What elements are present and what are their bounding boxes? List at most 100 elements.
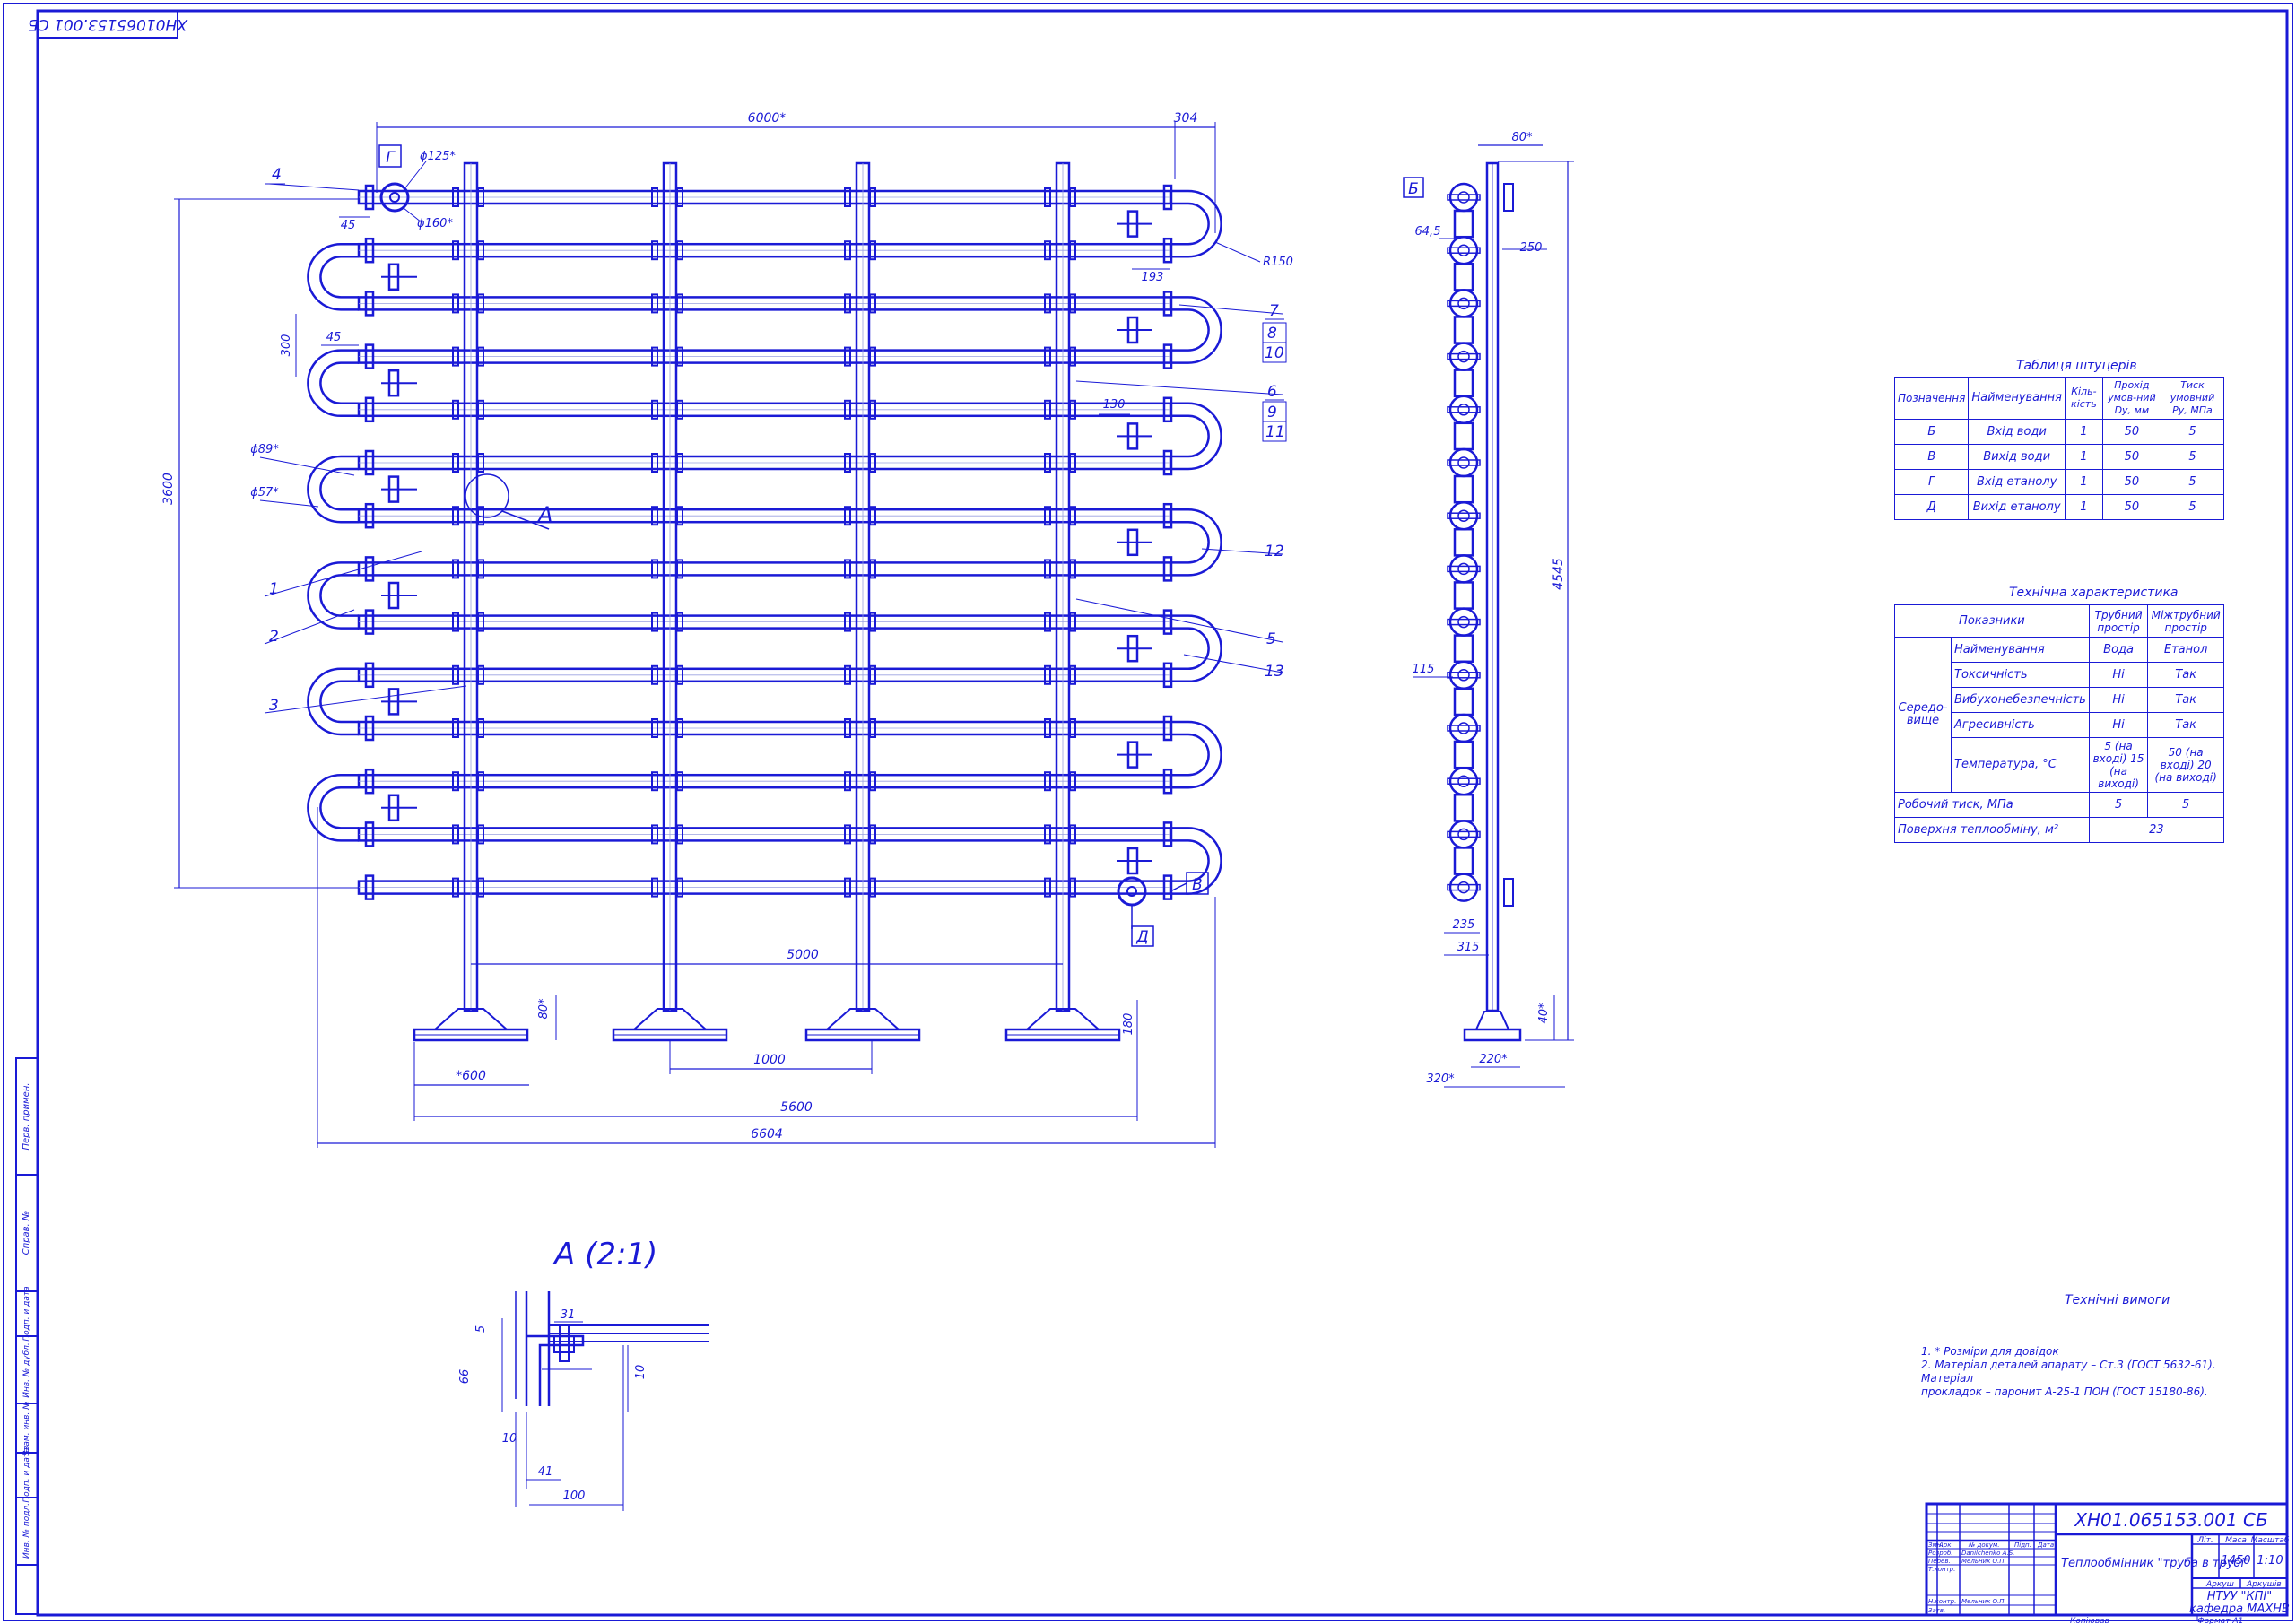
tech-group: Середо-вище — [1894, 637, 1952, 793]
tb-row-role-3: Т.контр. — [1928, 1566, 1955, 1573]
leader-6: 6 — [1267, 383, 1277, 401]
side-bolt — [1447, 883, 1481, 891]
right-bend-inner — [1170, 414, 1210, 458]
left-bend-inner — [319, 786, 359, 829]
left-bend-outer — [307, 455, 359, 524]
nozzle-label-v: В — [1192, 876, 1203, 894]
side-bend — [1453, 527, 1474, 557]
dim-45-top: 45 — [341, 219, 356, 232]
tube-flange — [1162, 662, 1173, 689]
side-flange — [1448, 660, 1479, 690]
clamp — [1044, 293, 1051, 314]
nozzle-r3-c5: 5 — [2160, 469, 2225, 495]
requirement-line-1: 1. * Розміри для довідок — [1921, 1345, 2059, 1358]
tb-role-hdr-4: Підп. — [2014, 1541, 2031, 1549]
support-gusset — [826, 1008, 900, 1030]
tech-r1-tube: Вода — [2088, 637, 2149, 663]
right-bend-inner — [1170, 202, 1210, 246]
table-row: Середо-вище Найменування Вода Етанол — [1894, 637, 2224, 793]
side-flange — [1448, 554, 1479, 584]
tech-table: Показники Трубний простір Міжтрубний про… — [1894, 604, 2225, 843]
nozzle-h-pressure: Тиск умовний Ру, МПа — [2160, 377, 2225, 420]
tube-flange — [364, 343, 375, 369]
tb-col-mass: Маса — [2225, 1536, 2247, 1545]
leader-11: 11 — [1265, 423, 1285, 441]
nozzle-g-bore — [389, 192, 400, 203]
tb-sheet: Аркуш — [2205, 1580, 2234, 1589]
side-view: Б 80* 64,5 250 4545 115 235 315 40* 220*… — [1403, 131, 1574, 1088]
right-bend-inner — [1170, 839, 1210, 882]
support-gusset — [633, 1008, 707, 1030]
tube-flange — [1162, 556, 1173, 582]
tech-pressure-inter: 5 — [2147, 792, 2224, 818]
clamp — [651, 293, 658, 314]
leader-3: 3 — [269, 697, 279, 715]
side-dim-235: 235 — [1453, 918, 1475, 932]
side-dim-4545: 4545 — [1552, 558, 1566, 590]
detail-a-callout — [465, 473, 509, 518]
clamp — [452, 612, 459, 632]
tech-r5-name: Температура, °С — [1951, 737, 2090, 793]
side-bore — [1457, 722, 1470, 734]
clamp — [1044, 612, 1051, 632]
right-bend-outer — [1170, 720, 1222, 789]
dim-phi160: ϕ160* — [417, 217, 453, 230]
clamp — [651, 453, 658, 473]
tb-col-lit: Літ. — [2196, 1536, 2213, 1545]
side-flange — [1448, 713, 1479, 743]
clamp — [1044, 771, 1051, 792]
tech-r1-name: Найменування — [1951, 637, 2090, 663]
left-bend-inner — [319, 467, 359, 511]
tech-r4-name: Агресивність — [1951, 712, 2090, 738]
clamp — [452, 346, 459, 367]
dim-5000: 5000 — [787, 948, 819, 962]
side-bolt — [1447, 830, 1481, 838]
side-base — [1463, 1028, 1522, 1042]
side-flange-stack — [1447, 182, 1481, 902]
side-flange — [1448, 235, 1479, 265]
tb-row-person-2: Мельник О.П. — [1961, 1558, 2006, 1565]
side-dim-80: 80* — [1511, 131, 1533, 144]
nozzle-r2-c4: 50 — [2101, 444, 2161, 470]
clamp — [844, 824, 851, 845]
side-bore — [1457, 509, 1470, 522]
tube-flange — [364, 502, 375, 529]
side-bore — [1457, 350, 1470, 363]
tube-flange — [1162, 237, 1173, 264]
side-flange — [1448, 873, 1479, 902]
leader-13: 13 — [1265, 663, 1284, 681]
clamp — [1044, 187, 1051, 207]
clamp — [844, 664, 851, 685]
clamp — [1044, 718, 1051, 738]
leader-8: 8 — [1267, 325, 1277, 343]
clamp — [651, 399, 658, 420]
tube-flange — [1162, 821, 1173, 847]
table-row: Токсичність Ні Так — [1895, 662, 2224, 688]
detail-dim-100: 100 — [563, 1489, 586, 1503]
return-bends — [307, 189, 1222, 895]
side-bend — [1453, 262, 1474, 291]
clamp — [1044, 664, 1051, 685]
right-bend-outer — [1170, 508, 1222, 577]
side-dim-320: 320* — [1426, 1073, 1455, 1086]
side-dim-40: 40* — [1537, 1003, 1551, 1024]
dim-600: *600 — [456, 1069, 486, 1083]
part-leaders: 4 1 2 3 7 8 10 6 9 11 12 5 13 — [264, 166, 1287, 715]
clamp — [1044, 824, 1051, 845]
clamp — [844, 877, 851, 898]
clamp — [1044, 506, 1051, 526]
tube-flange — [364, 662, 375, 689]
left-bend-inner — [319, 361, 359, 405]
stamp-label-6: Подп. и дата — [22, 1447, 31, 1502]
clamp — [452, 506, 459, 526]
nozzle-h-count: Кіль-кість — [2064, 377, 2103, 420]
table-row: Робочий тиск, МПа 5 5 — [1894, 792, 2224, 818]
side-dimensions: 80* 64,5 250 4545 115 235 315 40* 220* 3… — [1413, 131, 1574, 1088]
table-row: Д Вихід етанолу 1 50 5 — [1893, 494, 2225, 520]
clamp — [651, 506, 658, 526]
nozzle-r2-c3: 1 — [2064, 444, 2103, 470]
clamp — [844, 771, 851, 792]
nozzle-r4-c2: Вихід етанолу — [1968, 494, 2066, 520]
tube-flange — [364, 184, 375, 211]
side-bend — [1453, 634, 1474, 664]
